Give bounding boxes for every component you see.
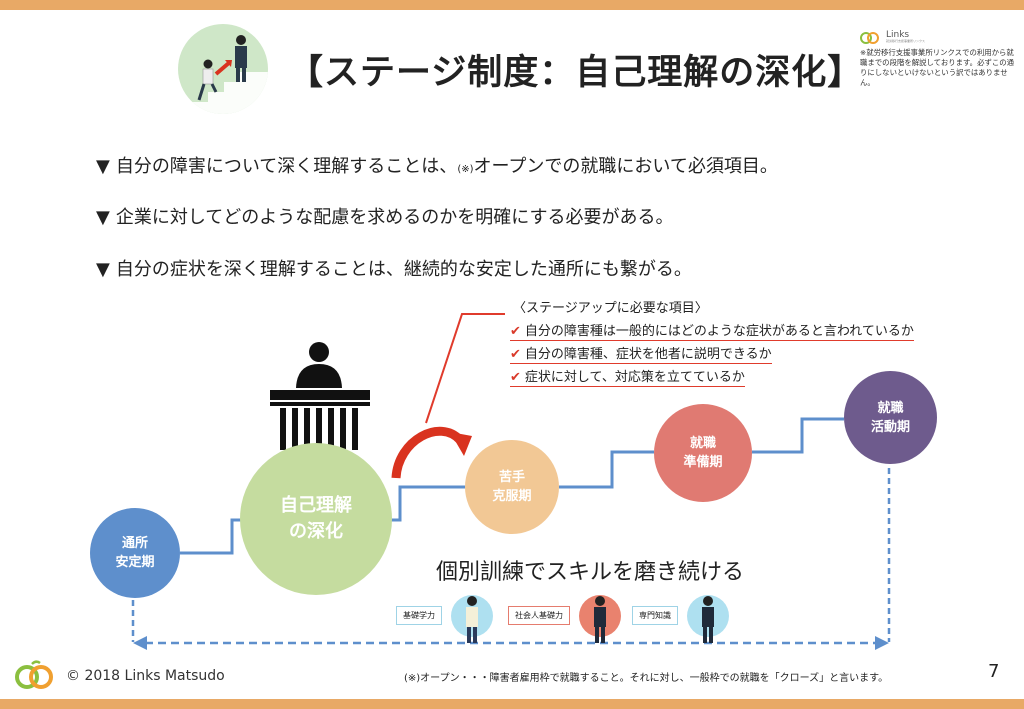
- stage-circle-3: 苦手 克服期: [465, 440, 559, 534]
- person-icon: [579, 595, 621, 643]
- logo-name: Links: [886, 30, 910, 40]
- stairs-climb-icon: [178, 24, 268, 114]
- footnote-text: (※)オープン・・・障害者雇用枠で就職すること。それに対し、一般枠での就職を「ク…: [404, 673, 889, 684]
- bullet-3: ▼自分の症状を深く理解することは、継続的な安定した通所にも繋がる。: [96, 255, 692, 281]
- page-number: 7: [988, 661, 1000, 682]
- top-accent-bar: [0, 0, 1024, 10]
- bullet-note: (※): [457, 164, 474, 175]
- bullet-marker: ▼: [96, 207, 110, 228]
- checklist-title: 〈ステージアップに必要な項目〉: [513, 301, 708, 316]
- check-icon: ✔: [510, 347, 521, 362]
- bullet-text: 自分の症状を深く理解することは、継続的な安定した通所にも繋がる。: [115, 259, 692, 280]
- logo-sub: 就労移行支援事業所リンクス: [886, 39, 925, 43]
- checklist-item-text: 自分の障害種、症状を他者に説明できるか: [524, 347, 772, 362]
- bullet-marker: ▼: [96, 156, 110, 177]
- bottom-accent-bar: [0, 699, 1024, 709]
- bullet-text: 自分の障害について深く理解することは、: [115, 156, 458, 177]
- skill-label-1: 基礎学力: [396, 606, 442, 625]
- bullet-text-tail: オープンでの就職において必須項目。: [473, 156, 778, 177]
- stage-circle-2: 自己理解 の深化: [240, 443, 392, 595]
- check-icon: ✔: [510, 370, 521, 385]
- stage-label: 通所 安定期: [115, 536, 155, 570]
- person-icon: [451, 595, 493, 643]
- person-icon: [687, 595, 729, 643]
- bullet-text: 企業に対してどのような配慮を求めるのかを明確にする必要がある。: [115, 207, 674, 228]
- stage-label: 就職 活動期: [870, 400, 910, 435]
- stage-circle-1: 通所 安定期: [90, 508, 180, 598]
- skill-label-3: 専門知識: [632, 606, 678, 625]
- stage-label: 就職 準備期: [683, 436, 723, 470]
- bullet-marker: ▼: [96, 259, 110, 280]
- stage-circle-4: 就職 準備期: [654, 404, 752, 502]
- page-title: 【ステージ制度：自己理解の深化】: [288, 53, 864, 93]
- bullet-1: ▼自分の障害について深く理解することは、(※)オープンでの就職において必須項目。: [96, 152, 778, 178]
- stage-label: 自己理解 の深化: [280, 495, 352, 542]
- checklist-item: ✔自分の障害種、症状を他者に説明できるか: [510, 343, 772, 364]
- checklist-item-text: 自分の障害種は一般的にはどのような症状があると言われているか: [524, 324, 914, 339]
- copyright-text: © 2018 Links Matsudo: [66, 668, 225, 684]
- checklist-item: ✔自分の障害種は一般的にはどのような症状があると言われているか: [510, 320, 914, 341]
- header-logo: Links 就労移行支援事業所リンクス: [860, 30, 1010, 44]
- disclaimer-text: ※就労移行支援事業所リンクスでの利用から就職までの段階を解説しております。必ずこ…: [860, 48, 1015, 87]
- skill-label-2: 社会人基礎力: [508, 606, 570, 625]
- checklist-item: ✔症状に対して、対応策を立てているか: [510, 366, 745, 387]
- stage-label: 苦手 克服期: [492, 470, 532, 504]
- check-icon: ✔: [510, 324, 521, 339]
- checklist-item-text: 症状に対して、対応策を立てているか: [524, 370, 745, 385]
- links-logo-icon: [15, 660, 53, 689]
- links-logo-icon: [860, 32, 879, 44]
- bullet-2: ▼企業に対してどのような配慮を求めるのかを明確にする必要がある。: [96, 203, 673, 229]
- stage-circle-5: 就職 活動期: [844, 371, 937, 464]
- training-heading: 個別訓練でスキルを磨き続ける: [436, 560, 745, 585]
